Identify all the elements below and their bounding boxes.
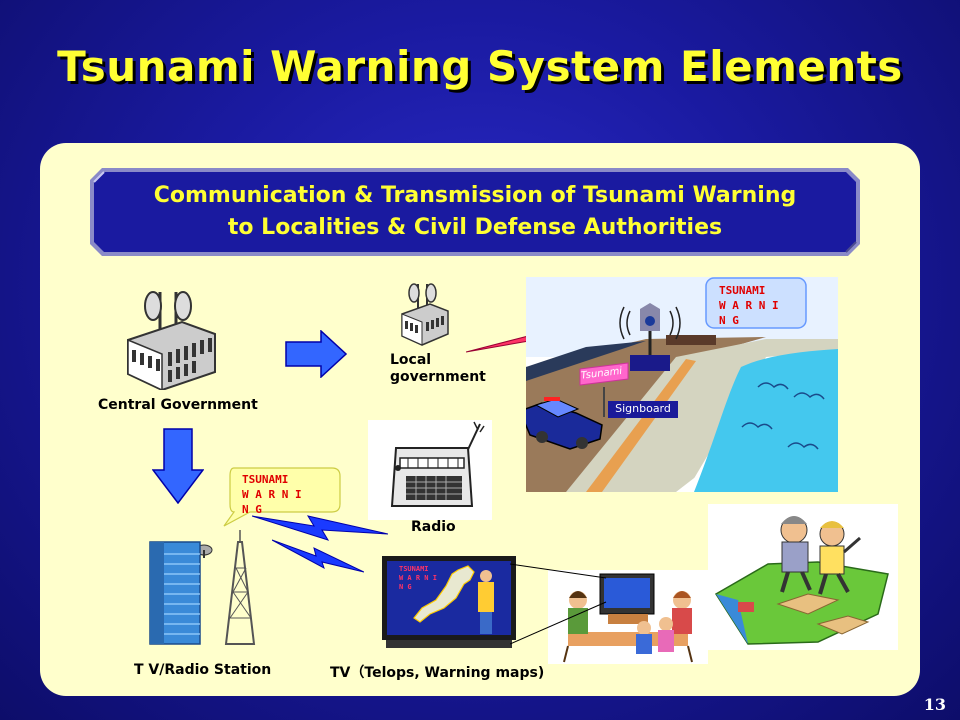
central-government-label: Central Government xyxy=(98,397,258,413)
coast-warning-line-3: N G xyxy=(719,314,739,327)
tv-warning-line-1: TSUNAMI xyxy=(399,565,429,573)
arrow-right-icon xyxy=(285,330,347,378)
tv-screen-warning-text: TSUNAMI W A R N I N G xyxy=(399,565,437,592)
tv-radio-station-label: T V/Radio Station xyxy=(134,662,272,678)
family-watching-tv-illustration xyxy=(548,570,708,664)
coast-warning-line-1: TSUNAMI xyxy=(719,284,766,297)
radio-warning-line-3: N G xyxy=(242,503,262,516)
radio-warning-bubble xyxy=(223,467,341,527)
signboard-label: Signboard xyxy=(615,402,671,415)
lightning-to-tv-icon xyxy=(272,539,364,573)
tv-connector-lines xyxy=(510,563,607,645)
central-government-building-icon xyxy=(127,291,216,390)
evacuating-people-illustration xyxy=(708,504,898,650)
radio-warning-line-1: TSUNAMI xyxy=(242,473,289,486)
radio-icon xyxy=(368,420,492,520)
banner-text: Communication & Transmission of Tsunami … xyxy=(90,180,860,244)
tv-radio-station-icon xyxy=(149,530,256,645)
lightning-to-radio-icon xyxy=(252,515,388,541)
local-government-label-line-2: government xyxy=(390,369,486,385)
tv-warning-map-screen xyxy=(382,556,516,648)
banner-line-2: to Localities & Civil Defense Authoritie… xyxy=(227,215,723,240)
coastal-scene-illustration xyxy=(526,277,838,492)
coast-warning-line-2: W A R N I xyxy=(719,299,779,312)
tv-label: TV（Telops, Warning maps) xyxy=(330,665,545,681)
local-government-label: Local government xyxy=(390,352,486,386)
local-government-label-line-1: Local xyxy=(390,352,432,368)
local-government-building-icon xyxy=(401,283,449,346)
radio-warning-text: TSUNAMI W A R N I N G xyxy=(242,472,302,517)
radio-warning-line-2: W A R N I xyxy=(242,488,302,501)
banner-box xyxy=(90,168,860,256)
tv-warning-line-2: W A R N I xyxy=(399,574,437,582)
coast-warning-text: TSUNAMI W A R N I N G xyxy=(719,283,779,328)
radio-label: Radio xyxy=(411,519,456,535)
banner-line-1: Communication & Transmission of Tsunami … xyxy=(153,183,797,208)
arrow-down-icon xyxy=(152,428,204,504)
tv-warning-line-3: N G xyxy=(399,583,412,591)
page-number: 13 xyxy=(923,695,946,714)
slide-title: Tsunami Warning System Elements xyxy=(57,42,903,91)
coast-warning-bubble xyxy=(705,277,807,329)
